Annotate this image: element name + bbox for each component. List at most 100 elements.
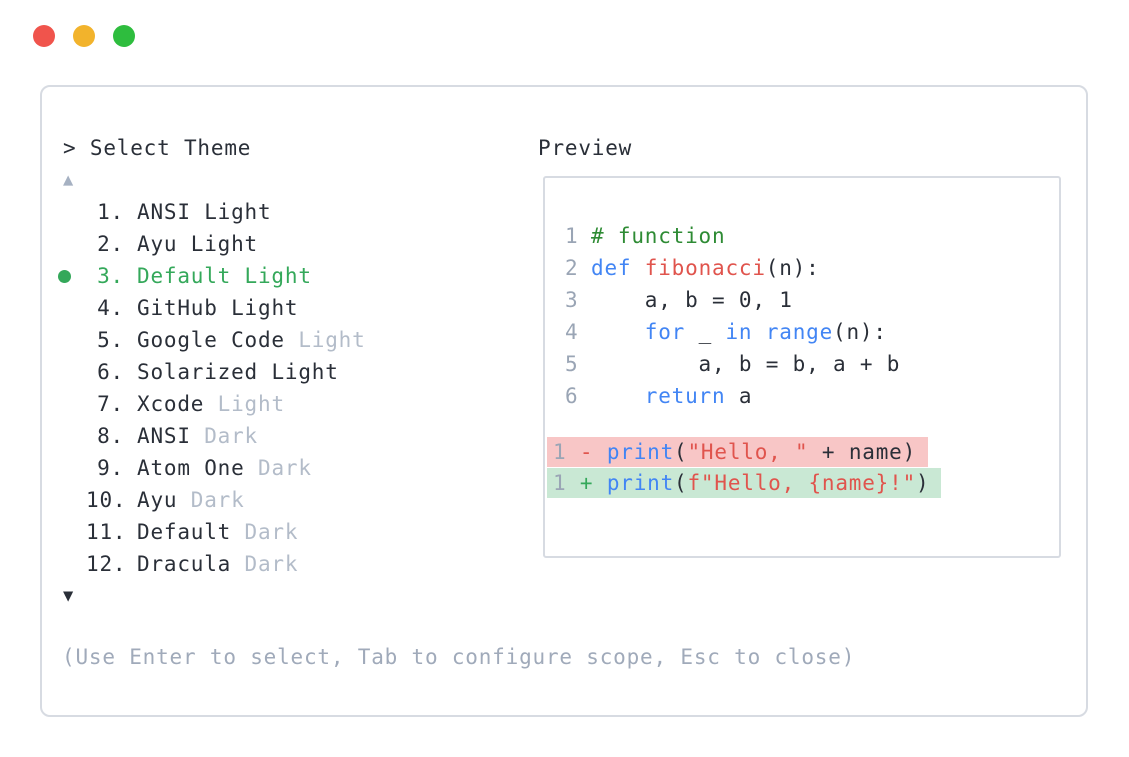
theme-item-number: 7.	[97, 392, 124, 416]
marker-spacer	[56, 548, 86, 580]
theme-item-number: 11.	[86, 520, 127, 544]
theme-item-label: Ayu Dark	[137, 488, 245, 512]
token-com: # function	[591, 224, 726, 248]
theme-item-solarized-light[interactable]: 6. Solarized Light	[56, 356, 366, 388]
theme-item-ansi-light[interactable]: 1. ANSI Light	[56, 196, 366, 228]
theme-item-variant: Light	[244, 264, 312, 288]
token-plain: (	[674, 440, 688, 464]
theme-item-variant: Light	[231, 296, 299, 320]
token-plain: )	[916, 471, 930, 495]
line-number: 1	[565, 224, 579, 248]
marker-spacer	[56, 452, 86, 484]
token-plain	[591, 384, 645, 408]
marker-spacer	[56, 228, 86, 260]
theme-item-label: Atom One Dark	[137, 456, 312, 480]
theme-item-label: Default Light	[137, 264, 312, 288]
theme-item-github-light[interactable]: 4. GitHub Light	[56, 292, 366, 324]
theme-item-label: ANSI Dark	[137, 424, 258, 448]
marker-spacer	[56, 484, 86, 516]
theme-item-xcode-light[interactable]: 7. Xcode Light	[56, 388, 366, 420]
line-number: 3	[565, 288, 579, 312]
line-number: 4	[565, 320, 579, 344]
theme-item-ayu-light[interactable]: 2. Ayu Light	[56, 228, 366, 260]
theme-item-google-code-light[interactable]: 5. Google Code Light	[56, 324, 366, 356]
theme-item-number: 2.	[97, 232, 124, 256]
token-plain	[752, 320, 765, 344]
theme-item-number: 9.	[97, 456, 124, 480]
diff-removed-line: 1 - print("Hello, " + name)	[547, 437, 929, 467]
theme-list-column: > Select Theme ▲ 1. ANSI Light 2. Ayu Light…	[56, 132, 366, 612]
code-gap	[545, 412, 1059, 436]
token-plain: (n):	[833, 320, 887, 344]
theme-item-variant: Light	[204, 200, 272, 224]
theme-item-number: 3.	[97, 264, 124, 288]
marker-spacer	[56, 516, 86, 548]
theme-item-number: 4.	[97, 296, 124, 320]
maximize-button[interactable]	[113, 25, 135, 47]
token-plain: a	[725, 384, 753, 408]
theme-item-variant: Dark	[244, 520, 299, 544]
line-number: 2	[565, 256, 579, 280]
theme-item-default-light[interactable]: 3. Default Light	[56, 260, 366, 292]
code-line: 3 a, b = 0, 1	[545, 284, 1059, 316]
token-plain: _	[685, 320, 726, 344]
marker-spacer	[56, 420, 86, 452]
theme-item-atom-one-dark[interactable]: 9. Atom One Dark	[56, 452, 366, 484]
theme-item-default-dark[interactable]: 11. Default Dark	[56, 516, 366, 548]
diff-added-line: 1 + print(f"Hello, {name}!")	[547, 468, 942, 498]
theme-item-number: 1.	[97, 200, 124, 224]
minimize-button[interactable]	[73, 25, 95, 47]
close-button[interactable]	[33, 25, 55, 47]
hint-text: (Use Enter to select, Tab to configure s…	[62, 645, 856, 669]
theme-item-label: Default Dark	[137, 520, 299, 544]
theme-item-label: Google Code Light	[137, 328, 366, 352]
theme-item-label: Ayu Light	[137, 232, 258, 256]
line-number: 6	[565, 384, 579, 408]
scroll-up-icon[interactable]: ▲	[63, 170, 75, 190]
token-plain	[631, 256, 644, 280]
marker-spacer	[56, 324, 86, 356]
marker-spacer	[56, 292, 86, 324]
line-number: 1	[553, 471, 567, 495]
theme-item-ayu-dark[interactable]: 10.Ayu Dark	[56, 484, 366, 516]
theme-item-ansi-dark[interactable]: 8.ANSI Dark	[56, 420, 366, 452]
token-kw: return	[644, 384, 726, 408]
selected-dot-icon	[58, 269, 71, 283]
selected-indicator	[56, 260, 86, 292]
theme-item-variant: Light	[271, 360, 339, 384]
theme-picker-panel: > Select Theme ▲ 1. ANSI Light 2. Ayu Light…	[40, 85, 1088, 717]
token-kw: print	[606, 440, 675, 464]
token-plain	[591, 320, 645, 344]
window-controls	[33, 25, 135, 47]
token-plain: (n):	[765, 256, 820, 280]
token-str: "Hello, "	[687, 440, 809, 464]
token-kw: print	[606, 471, 675, 495]
theme-item-number: 6.	[97, 360, 124, 384]
theme-item-label: Dracula Dark	[137, 552, 299, 576]
theme-item-variant: Dark	[258, 456, 312, 480]
scroll-down-icon[interactable]: ▼	[63, 586, 75, 606]
token-kw: range	[765, 320, 834, 344]
select-theme-prompt: > Select Theme	[63, 136, 252, 160]
theme-item-number: 5.	[97, 328, 124, 352]
marker-spacer	[56, 196, 86, 228]
theme-item-variant: Dark	[190, 488, 245, 512]
theme-item-label: Xcode Light	[137, 392, 285, 416]
theme-item-dracula-dark[interactable]: 12. Dracula Dark	[56, 548, 366, 580]
theme-item-label: GitHub Light	[137, 296, 299, 320]
token-plain: a, b = 0, 1	[591, 288, 793, 312]
theme-item-label: ANSI Light	[137, 200, 272, 224]
token-plain: (	[674, 471, 688, 495]
token-kw: def	[591, 256, 632, 280]
theme-item-variant: Light	[190, 232, 258, 256]
theme-item-variant: Light	[298, 328, 366, 352]
theme-item-label: Solarized Light	[137, 360, 339, 384]
preview-label: Preview	[538, 136, 633, 160]
theme-item-number: 12.	[86, 552, 127, 576]
token-kw: in	[725, 320, 753, 344]
theme-item-variant: Dark	[244, 552, 299, 576]
code-line: 4 for _ in range(n):	[545, 316, 1059, 348]
